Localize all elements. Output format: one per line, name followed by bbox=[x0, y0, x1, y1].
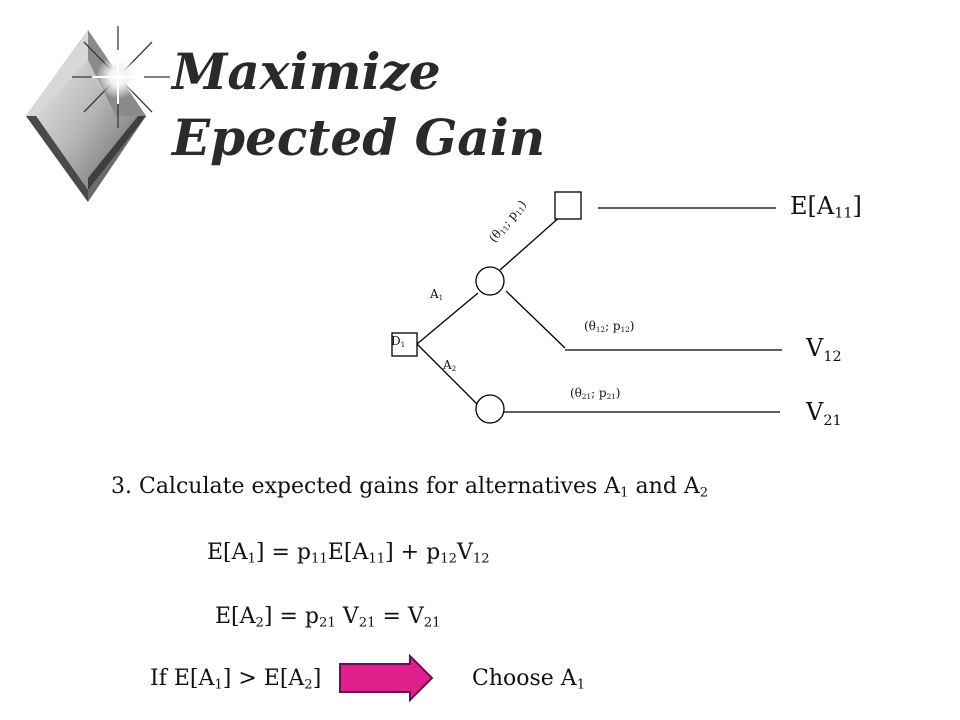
decision-rule-condition: If E[A1] > E[A2] bbox=[150, 666, 322, 693]
chance-node-2 bbox=[475, 394, 505, 424]
step-3-text: 3. Calculate expected gains for alternat… bbox=[111, 474, 709, 501]
sub-decision-node bbox=[554, 191, 582, 220]
equation-expected-a1: E[A1] = p11E[A11] + p12V12 bbox=[207, 540, 490, 567]
branch-a1-label: A1 bbox=[430, 287, 444, 302]
title-line-2: Epected Gain bbox=[172, 108, 546, 167]
right-arrow-icon bbox=[339, 653, 434, 703]
outcome-e-a11: E[A11] bbox=[790, 192, 862, 222]
branch-theta12-line bbox=[505, 290, 566, 349]
page-title: Maximize Epected Gain bbox=[172, 42, 545, 168]
title-line-1: Maximize bbox=[172, 42, 441, 101]
outcome-v21: V21 bbox=[806, 398, 842, 430]
chance-label-theta12: (θ12; p12) bbox=[584, 319, 635, 334]
decision-rule-choice: Choose A1 bbox=[472, 666, 586, 693]
branch-a2-line bbox=[416, 343, 479, 406]
equation-expected-a2: E[A2] = p21 V21 = V21 bbox=[215, 604, 441, 631]
chance-label-theta21: (θ21; p21) bbox=[570, 386, 621, 401]
decision-label: D1 bbox=[391, 334, 406, 349]
branch-a2-label: A2 bbox=[443, 358, 457, 373]
outcome-v12: V12 bbox=[806, 334, 842, 366]
chance-node-1 bbox=[475, 266, 505, 296]
branch-a1-line bbox=[416, 292, 479, 345]
branch-theta11-line bbox=[499, 214, 563, 271]
